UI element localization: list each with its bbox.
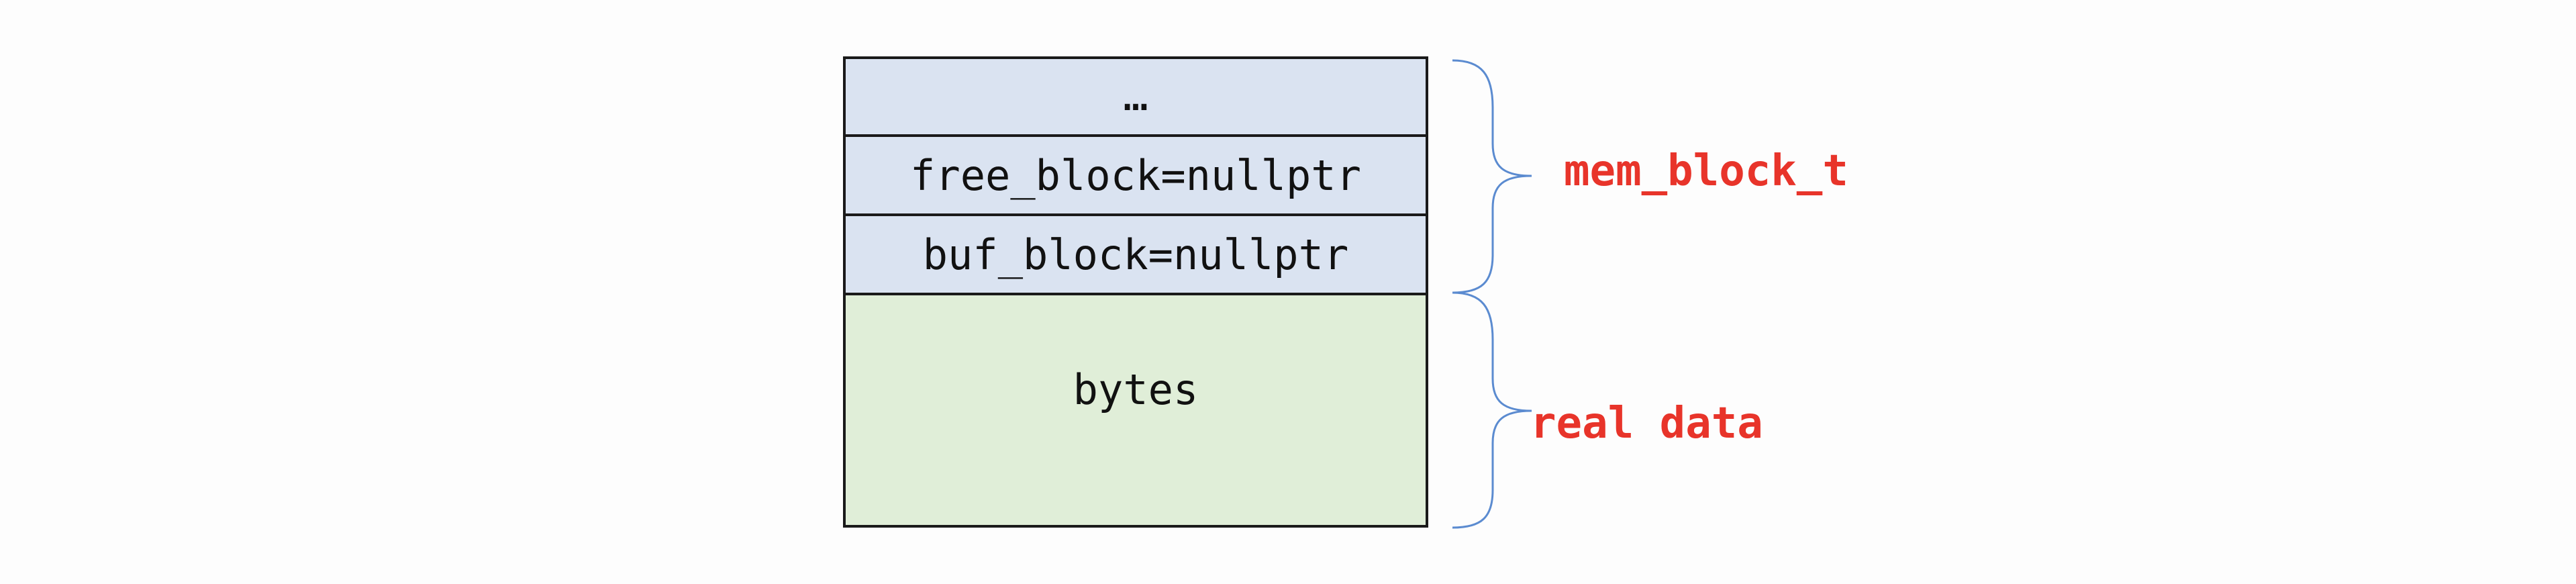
data-brace-icon <box>1452 291 1532 529</box>
mem-block-t-label: mem_block_t <box>1564 146 1848 196</box>
payload-bytes-region: bytes <box>846 295 1426 525</box>
payload-bytes-text: bytes <box>1073 365 1199 414</box>
field-row-ellipsis: … <box>846 59 1426 137</box>
field-row-free-block: free_block=nullptr <box>846 137 1426 216</box>
field-free-block-text: free_block=nullptr <box>910 150 1361 200</box>
field-buf-block-text: buf_block=nullptr <box>922 230 1349 279</box>
header-brace-icon <box>1452 59 1532 294</box>
field-row-buf-block: buf_block=nullptr <box>846 216 1426 295</box>
field-ellipsis-text: … <box>1123 70 1148 120</box>
real-data-label: real data <box>1530 399 1763 448</box>
memory-block-diagram: … free_block=nullptr buf_block=nullptr b… <box>843 56 1428 528</box>
